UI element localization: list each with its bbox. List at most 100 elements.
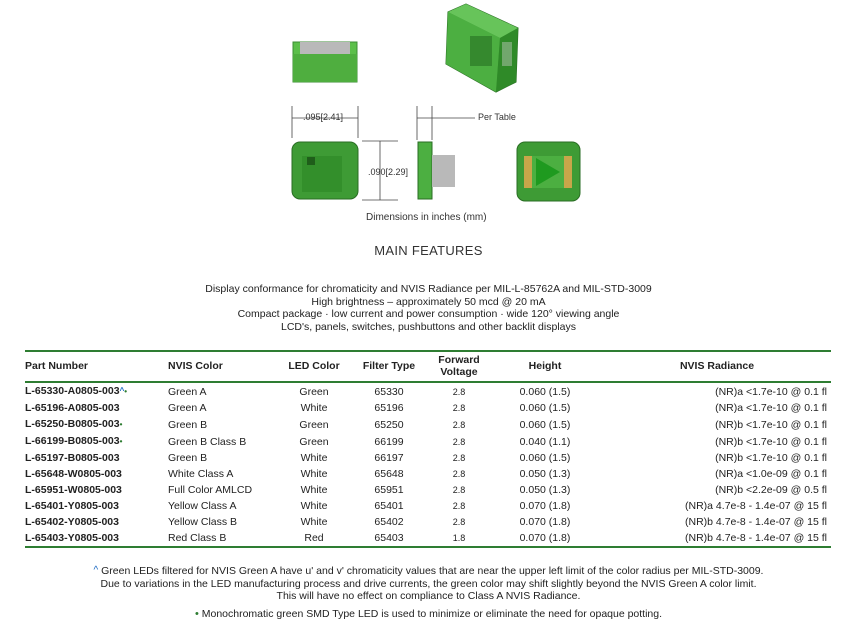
feature-line: High brightness – approximately 50 mcd @…	[311, 295, 546, 308]
filter-type-cell: 65401	[374, 500, 404, 512]
nvis-color-cell: Green B	[168, 452, 208, 464]
feature-line: Display conformance for chromaticity and…	[205, 283, 652, 295]
led-color-cell: White	[300, 500, 328, 512]
per-table-dimension	[416, 106, 475, 140]
footnote-caret-continued: Due to variations in the LED manufacturi…	[100, 577, 757, 590]
feature-line: Compact package · low current and power …	[237, 308, 620, 320]
nvis-radiance-cell: (NR)b 4.7e-8 - 1.4e-07 @ 15 fl	[685, 516, 827, 528]
forward-voltage-cell: 2.8	[452, 403, 466, 413]
led-3d-view	[445, 3, 519, 93]
nvis-color-cell: Yellow Class B	[168, 516, 238, 528]
forward-voltage-cell: 2.8	[452, 453, 466, 463]
table-row: L-65330-A0805-003^• Green A Green 65330 …	[25, 382, 831, 400]
part-spec-table: Part Number NVIS Color LED Color Filter …	[25, 350, 831, 548]
part-number-cell: L-65951-W0805-003	[25, 484, 122, 496]
width-dimension	[291, 106, 359, 138]
led-color-cell: White	[300, 484, 328, 496]
led-color-cell: White	[300, 402, 328, 414]
nvis-color-cell: Red Class B	[168, 532, 227, 544]
part-number-cell: L-65402-Y0805-003	[25, 516, 119, 528]
led-color-cell: Green	[299, 385, 329, 398]
led-profile-view	[417, 141, 455, 200]
col-header-nvis-color: NVIS Color	[168, 360, 223, 372]
led-color-cell: White	[300, 452, 328, 464]
footnote-caret-continued: This will have no effect on compliance t…	[276, 590, 581, 602]
footnote-bullet-mark: •	[124, 387, 128, 396]
nvis-color-cell: Green A	[168, 402, 207, 414]
height-cell: 0.060 (1.5)	[519, 418, 571, 431]
filter-type-cell: 66199	[374, 435, 404, 448]
table-header-row: Part Number NVIS Color LED Color Filter …	[25, 351, 831, 382]
forward-voltage-cell: 2.8	[452, 469, 466, 479]
led-color-cell: Red	[304, 532, 324, 544]
led-color-cell: White	[300, 516, 328, 528]
forward-voltage-cell: 2.8	[452, 436, 466, 447]
nvis-radiance-cell: (NR)a <1.0e-09 @ 0.1 fl	[715, 468, 827, 480]
main-features-heading: MAIN FEATURES	[374, 243, 483, 258]
col-header-height: Height	[528, 360, 562, 372]
nvis-color-cell: Green A	[168, 385, 207, 398]
footnote-bullet-mark: •	[119, 437, 123, 446]
height-cell: 0.070 (1.8)	[519, 532, 571, 544]
table-row: L-65401-Y0805-003 Yellow Class A White 6…	[25, 498, 831, 514]
table-row: L-65648-W0805-003 White Class A White 65…	[25, 466, 831, 482]
height-cell: 0.050 (1.3)	[519, 484, 571, 496]
led-color-cell: White	[300, 468, 328, 480]
features-list: Display conformance for chromaticity and…	[0, 283, 857, 333]
height-cell: 0.050 (1.3)	[519, 468, 571, 480]
forward-voltage-cell: 1.8	[452, 533, 466, 543]
table-row: L-65196-A0805-003 Green A White 65196 2.…	[25, 400, 831, 416]
height-dimension	[362, 140, 398, 201]
nvis-radiance-cell: (NR)b <1.7e-10 @ 0.1 fl	[715, 452, 827, 464]
width-dimension-label: .095[2.41]	[303, 112, 344, 122]
col-header-part-number: Part Number	[25, 360, 89, 372]
col-header-filter-type: Filter Type	[362, 360, 416, 372]
part-number-cell: L-65250-B0805-003•	[25, 418, 123, 430]
nvis-radiance-cell: (NR)b <1.7e-10 @ 0.1 fl	[715, 418, 827, 431]
height-cell: 0.060 (1.5)	[519, 452, 571, 464]
nvis-color-cell: Green B	[168, 418, 208, 431]
nvis-color-cell: Yellow Class A	[168, 500, 237, 512]
footnotes: ^ Green LEDs filtered for NVIS Green A h…	[0, 565, 857, 620]
footnote-bullet: • Monochromatic green SMD Type LED is us…	[194, 607, 663, 620]
led-front-view	[291, 141, 359, 200]
height-cell: 0.060 (1.5)	[519, 402, 571, 414]
col-header-nvis-radiance: NVIS Radiance	[679, 360, 755, 372]
col-header-led-color: LED Color	[288, 360, 340, 372]
table-row: L-65403-Y0805-003 Red Class B Red 65403 …	[25, 530, 831, 547]
part-number-cell: L-65197-B0805-003	[25, 452, 120, 464]
part-number-cell: L-65403-Y0805-003	[25, 532, 119, 544]
filter-type-cell: 65402	[374, 516, 404, 528]
filter-type-cell: 65951	[374, 484, 404, 496]
nvis-radiance-cell: (NR)a <1.7e-10 @ 0.1 fl	[715, 402, 827, 414]
led-bottom-view	[516, 141, 581, 202]
footnote-caret: ^ Green LEDs filtered for NVIS Green A h…	[93, 565, 764, 577]
filter-type-cell: 65403	[374, 532, 404, 544]
part-number-cell: L-65401-Y0805-003	[25, 500, 119, 512]
col-header-forward-voltage: Forward Voltage	[438, 354, 480, 378]
nvis-radiance-cell: (NR)b <1.7e-10 @ 0.1 fl	[715, 435, 827, 448]
part-number-cell: L-65196-A0805-003	[25, 402, 120, 414]
filter-type-cell: 65196	[374, 402, 404, 414]
footnote-caret-mark: ^	[119, 386, 125, 395]
height-cell: 0.040 (1.1)	[519, 435, 571, 448]
height-cell: 0.070 (1.8)	[519, 516, 571, 528]
table-row: L-66199-B0805-003• Green B Class B Green…	[25, 433, 831, 450]
table-row: L-65197-B0805-003 Green B White 66197 2.…	[25, 450, 831, 466]
part-number-cell: L-65330-A0805-003^•	[25, 385, 128, 397]
table-row: L-65402-Y0805-003 Yellow Class B White 6…	[25, 514, 831, 530]
height-dimension-label: .090[2.29]	[368, 167, 409, 177]
nvis-color-cell: Full Color AMLCD	[168, 484, 253, 496]
filter-type-cell: 65250	[374, 418, 404, 431]
footnote-bullet-mark: •	[119, 420, 123, 429]
nvis-radiance-cell: (NR)b <2.2e-09 @ 0.5 fl	[715, 484, 827, 496]
dimensions-caption: Dimensions in inches (mm)	[366, 212, 487, 223]
nvis-color-cell: Green B Class B	[168, 435, 247, 448]
led-side-view	[292, 41, 358, 83]
table-row: L-65250-B0805-003• Green B Green 65250 2…	[25, 416, 831, 433]
polarity-triangle-icon	[536, 158, 560, 186]
forward-voltage-cell: 2.8	[452, 419, 466, 430]
nvis-radiance-cell: (NR)b 4.7e-8 - 1.4e-07 @ 15 fl	[685, 532, 827, 544]
per-table-label: Per Table	[478, 112, 516, 122]
nvis-color-cell: White Class A	[168, 468, 234, 480]
